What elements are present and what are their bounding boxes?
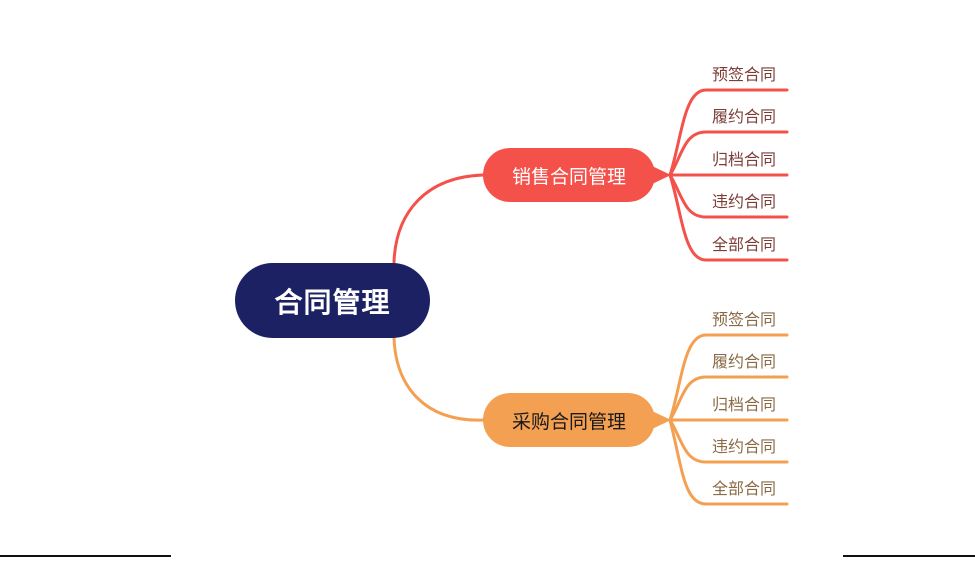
purchase-fan-edges (668, 333, 789, 506)
sales-leaf-all[interactable]: 全部合同 (711, 237, 776, 254)
purchase-leaf-all[interactable]: 全部合同 (711, 481, 776, 498)
purchase-leaf-performing[interactable]: 履约合同 (711, 354, 776, 371)
branch-node-sales-contract[interactable]: 销售合同管理 (483, 148, 655, 202)
branch-node-purchase-contract[interactable]: 采购合同管理 (483, 393, 655, 447)
sales-leaf-presign[interactable]: 预签合同 (711, 67, 776, 84)
edge-root-purchase (392, 336, 485, 422)
sales-leaf-breach[interactable]: 违约合同 (711, 194, 776, 211)
sales-junction-arrow (652, 166, 671, 184)
root-node-contract-management[interactable]: 合同管理 (235, 263, 430, 338)
purchase-leaf-archived[interactable]: 归档合同 (711, 397, 776, 414)
purchase-leaf-presign[interactable]: 预签合同 (711, 312, 776, 329)
sales-fan-edges (668, 88, 789, 262)
bottom-border-right-segment (843, 555, 975, 557)
purchase-junction-arrow (652, 411, 671, 429)
edge-root-sales (392, 173, 485, 264)
sales-leaf-performing[interactable]: 履约合同 (711, 109, 776, 126)
bottom-border-left-segment (0, 555, 171, 557)
purchase-leaf-breach[interactable]: 违约合同 (711, 439, 776, 456)
sales-leaf-archived[interactable]: 归档合同 (711, 152, 776, 169)
